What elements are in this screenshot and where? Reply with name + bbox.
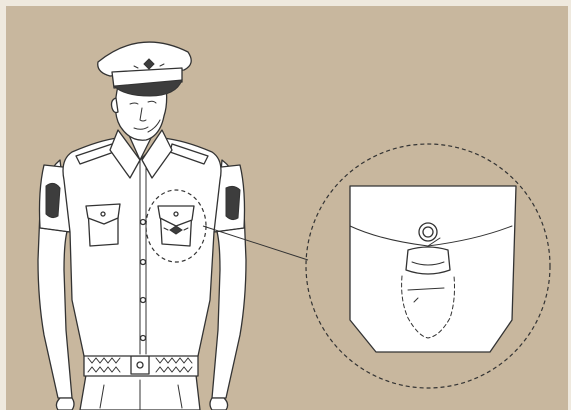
pocket-detail (350, 186, 516, 352)
belt (84, 354, 198, 376)
shirt (63, 124, 221, 356)
officer-figure (38, 42, 246, 410)
trousers (80, 375, 200, 410)
badge-clip (406, 247, 450, 274)
cap (98, 42, 191, 96)
